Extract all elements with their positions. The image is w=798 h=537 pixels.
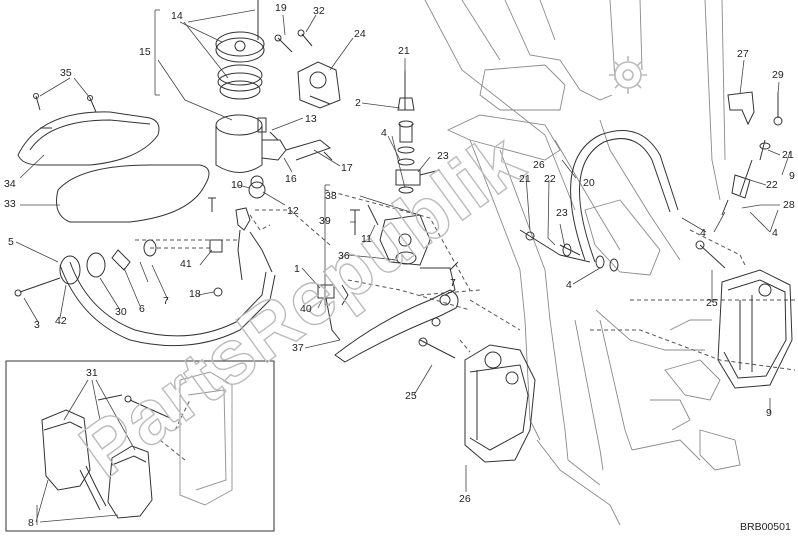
label-26-top: 26 — [533, 159, 545, 171]
label-6: 6 — [139, 303, 145, 315]
hand-guard-part-34 — [17, 111, 160, 166]
label-33: 33 — [4, 198, 16, 210]
label-39: 39 — [319, 215, 331, 227]
right-fittings — [721, 91, 783, 216]
screws-part-19-32 — [274, 29, 313, 53]
front-caliper-left — [418, 337, 536, 463]
label-37: 37 — [292, 342, 304, 354]
label-11: 11 — [361, 233, 372, 245]
label-28: 28 — [783, 199, 795, 211]
reservoir-assembly — [208, 0, 333, 212]
label-35: 35 — [60, 67, 72, 79]
label-21-mid: 21 — [519, 173, 531, 185]
label-4-mid: 4 — [566, 279, 572, 291]
label-10: 10 — [231, 179, 243, 191]
guard-bracket-lower — [14, 207, 276, 347]
brake-lever-part-37 — [334, 289, 459, 363]
label-9-bottom: 9 — [766, 407, 772, 419]
label-18: 18 — [189, 288, 201, 300]
label-4-right-a: 4 — [700, 227, 706, 239]
pad-part-33 — [56, 164, 210, 223]
label-8: 8 — [28, 517, 34, 529]
label-23-top: 23 — [437, 150, 449, 162]
switch-part-24 — [297, 61, 341, 109]
label-7-b: 7 — [450, 277, 456, 289]
fork-frame-outline — [424, 0, 741, 526]
gear-icon — [609, 56, 647, 94]
label-4-top: 4 — [381, 127, 387, 139]
master-cylinder — [350, 204, 459, 296]
label-32: 32 — [313, 5, 325, 17]
label-21-top: 21 — [398, 45, 410, 57]
leader-lines — [15, 9, 791, 525]
label-7-a: 7 — [163, 295, 169, 307]
brake-hose-part-20 — [519, 130, 679, 272]
brake-pads-inset — [41, 371, 233, 519]
label-24: 24 — [354, 28, 366, 40]
label-19: 19 — [275, 2, 287, 14]
label-38: 38 — [325, 190, 337, 202]
banjo-bolt-parts — [395, 70, 441, 194]
label-36: 36 — [338, 250, 350, 262]
label-17: 17 — [341, 162, 353, 174]
label-29: 29 — [772, 69, 784, 81]
label-31: 31 — [86, 367, 98, 379]
label-30: 30 — [115, 306, 127, 318]
screws-part-35 — [33, 93, 97, 113]
label-9-top: 9 — [789, 170, 795, 182]
label-3: 3 — [34, 319, 40, 331]
label-41: 41 — [180, 258, 192, 270]
label-20: 20 — [583, 177, 595, 189]
diagram-code: BRB00501 — [740, 521, 791, 533]
label-40: 40 — [300, 303, 312, 315]
label-23-mid: 23 — [556, 207, 568, 219]
label-27: 27 — [737, 48, 749, 60]
label-13: 13 — [305, 113, 317, 125]
label-22-mid: 22 — [544, 173, 556, 185]
inset-box — [5, 360, 275, 532]
label-4-right-b: 4 — [772, 227, 778, 239]
switch-part-40 — [317, 284, 349, 341]
label-14: 14 — [171, 10, 183, 22]
label-25-right: 25 — [706, 297, 718, 309]
label-5: 5 — [8, 236, 14, 248]
label-16: 16 — [285, 173, 297, 185]
label-2: 2 — [355, 97, 361, 109]
label-15: 15 — [139, 46, 151, 58]
front-caliper-right — [695, 240, 793, 389]
label-26-bottom: 26 — [459, 493, 471, 505]
label-21-right: 21 — [782, 149, 794, 161]
label-22-right: 22 — [766, 179, 778, 191]
label-25-mid: 25 — [405, 390, 417, 402]
label-12: 12 — [287, 205, 299, 217]
label-42: 42 — [55, 315, 67, 327]
label-34: 34 — [4, 178, 16, 190]
label-1: 1 — [294, 263, 300, 275]
